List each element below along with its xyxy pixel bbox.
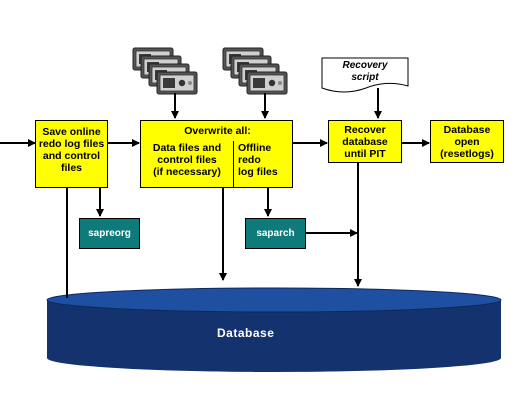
tape-cartridge-icon [132, 47, 198, 95]
document-icon [321, 57, 409, 93]
box-line: files [60, 162, 82, 174]
box-line: Database [443, 124, 491, 136]
box-line: and control [42, 150, 101, 162]
box-line: until PIT [344, 148, 386, 160]
box-line: control files [157, 154, 217, 166]
script-line: script [351, 72, 379, 83]
flow-arrows [0, 88, 430, 298]
overwrite-divider [233, 141, 234, 187]
database-cylinder-icon [46, 287, 502, 372]
box-line: open [454, 136, 480, 148]
box-line: database [342, 136, 388, 148]
overwrite-left-section: Data files and control files (if necessa… [141, 142, 233, 178]
save-redo-logs-box: Save online redo log files and control f… [35, 120, 108, 188]
box-line: redo [238, 154, 261, 166]
overwrite-all-box: Overwrite all: Data files and control fi… [140, 120, 293, 188]
box-line: (if necessary) [153, 166, 221, 178]
recovery-script-label: Recovery script [322, 60, 408, 84]
box-line: log files [238, 166, 278, 178]
box-line: Save online [42, 126, 101, 138]
box-line: (resetlogs) [440, 148, 494, 160]
script-line: Recovery [342, 60, 388, 71]
sapreorg-tool: sapreorg [79, 218, 140, 249]
recover-database-box: Recover database until PIT [328, 120, 402, 163]
database-open-box: Database open (resetlogs) [430, 120, 504, 163]
box-line: Recover [344, 124, 386, 136]
saparch-label: saparch [256, 228, 295, 239]
box-line: redo log files [38, 138, 105, 150]
overwrite-title: Overwrite all: [184, 125, 251, 137]
box-line: Offline [238, 142, 272, 154]
database-label: Database [217, 326, 275, 340]
saparch-tool: saparch [245, 218, 306, 249]
overwrite-right-section: Offline redo log files [234, 142, 296, 178]
box-line: Data files and [152, 142, 222, 154]
tape-cartridge-icon [222, 47, 288, 95]
sapreorg-label: sapreorg [88, 228, 131, 239]
